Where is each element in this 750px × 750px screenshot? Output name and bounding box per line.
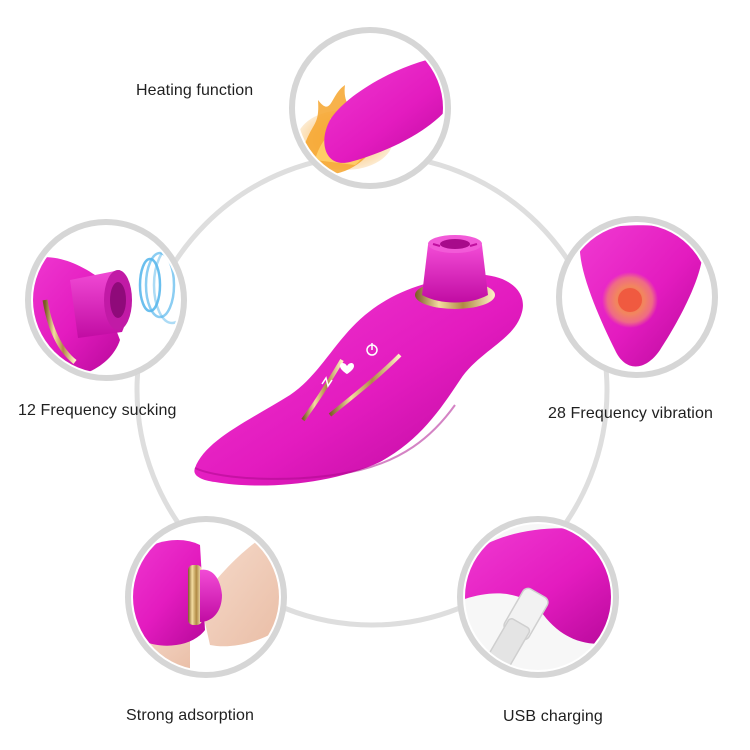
usb-charging-label: USB charging [503, 708, 603, 725]
heart-icon [340, 363, 354, 374]
sucking-frequency-label: 12 Frequency sucking [18, 402, 177, 419]
sucking-feature-circle [25, 219, 187, 381]
heating-function-label: Heating function [136, 82, 254, 99]
usb-feature-circle [457, 516, 619, 678]
vibrate-icon [321, 376, 333, 388]
heating-feature-circle [289, 27, 451, 189]
adsorption-feature-circle [125, 516, 287, 678]
strong-adsorption-label: Strong adsorption [126, 707, 255, 724]
product-main-image [194, 235, 523, 486]
vibration-frequency-label: 28 Frequency vibration [548, 405, 713, 422]
vibration-feature-circle [556, 216, 718, 378]
power-icon [366, 343, 378, 356]
